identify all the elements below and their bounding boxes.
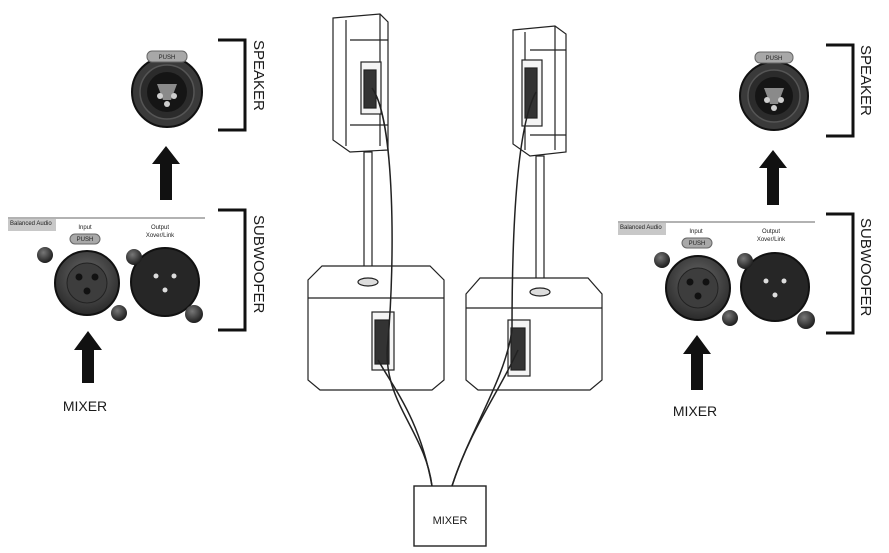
- right-panel-push-label: PUSH: [689, 241, 706, 247]
- left-speaker-label: SPEAKER: [250, 40, 267, 111]
- right-input-label: Input: [689, 229, 703, 235]
- left-subwoofer-label: SUBWOOFER: [250, 215, 267, 314]
- left-output-sub-label: Xover/Link: [146, 233, 175, 239]
- right-output-sub-label: Xover/Link: [757, 237, 786, 243]
- left-subwoofer-panel: Balanced Audio Input Output Xover/Link P…: [8, 217, 205, 323]
- right-mixer-label: MIXER: [673, 403, 717, 419]
- right-speaker-push-label: PUSH: [766, 56, 783, 62]
- left-speaker-push-label: PUSH: [159, 55, 176, 61]
- left-output-label: Output: [151, 225, 169, 231]
- right-speaker-jack: PUSH: [739, 51, 809, 131]
- right-pole: [535, 155, 545, 289]
- left-speaker-bracket: [218, 38, 247, 132]
- left-input-label: Input: [78, 225, 92, 231]
- right-column-speaker: [512, 25, 567, 157]
- left-column-speaker: [332, 13, 389, 153]
- right-speaker-label: SPEAKER: [857, 45, 874, 116]
- mixer-box: [413, 485, 487, 547]
- right-subwoofer-panel: Balanced Audio Input Output Xover/Link P…: [618, 221, 815, 329]
- left-mixer-label: MIXER: [63, 398, 107, 414]
- right-subwoofer-label: SUBWOOFER: [857, 218, 874, 317]
- left-up-arrow-top: [152, 146, 180, 200]
- right-up-arrow-top: [759, 150, 787, 205]
- right-output-label: Output: [762, 229, 780, 235]
- mixer-box-label: MIXER: [433, 515, 468, 527]
- right-speaker-bracket: [826, 43, 855, 138]
- center-system: [307, 13, 603, 547]
- right-subwoofer-bracket: [826, 212, 855, 335]
- right-balanced-audio-label: Balanced Audio: [620, 225, 662, 231]
- left-pole: [363, 151, 373, 275]
- right-subwoofer-cabinet: [465, 277, 603, 391]
- left-subwoofer-cabinet: [307, 265, 445, 391]
- left-up-arrow-bottom: [74, 331, 102, 383]
- right-up-arrow-bottom: [683, 335, 711, 390]
- left-detail: PUSH SPEAKER Balanced Audio Input Output…: [8, 38, 267, 414]
- left-balanced-audio-label: Balanced Audio: [10, 221, 52, 227]
- left-speaker-jack: PUSH: [131, 50, 203, 128]
- left-subwoofer-bracket: [218, 208, 247, 332]
- right-detail: PUSH SPEAKER Balanced Audio Input Output…: [618, 43, 874, 419]
- left-panel-push-label: PUSH: [77, 237, 94, 243]
- cables: [371, 87, 537, 487]
